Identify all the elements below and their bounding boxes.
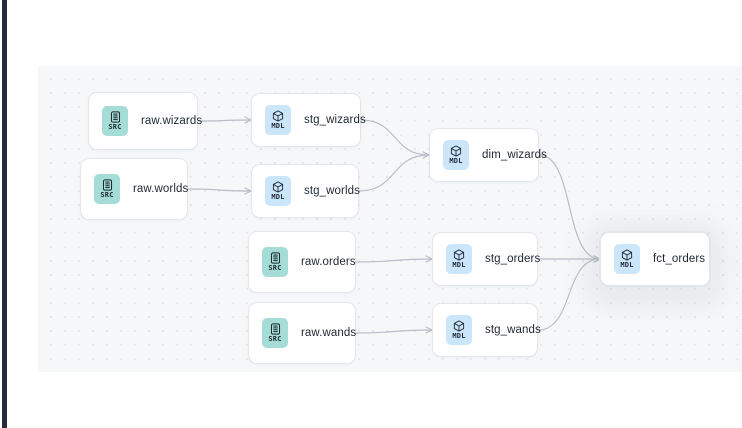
database-icon: [110, 111, 121, 123]
mdl-badge: MDL: [614, 244, 640, 274]
badge-kind-label: MDL: [452, 261, 466, 270]
graph-node-raw_orders[interactable]: SRC raw.orders: [248, 231, 356, 293]
node-label: dim_wizards: [482, 149, 548, 161]
badge-kind-label: MDL: [271, 122, 285, 131]
graph-node-stg_wizards[interactable]: MDL stg_wizards: [251, 93, 366, 147]
database-icon: [270, 252, 281, 264]
node-label: fct_orders: [653, 253, 706, 265]
database-icon: [102, 179, 113, 191]
cube-icon: [272, 110, 284, 122]
node-label: stg_wizards: [304, 114, 366, 126]
graph-node-stg_orders[interactable]: MDL stg_orders: [432, 232, 541, 286]
graph-node-raw_wizards[interactable]: SRC raw.wizards: [88, 92, 202, 150]
src-badge: SRC: [262, 318, 288, 348]
badge-kind-label: SRC: [268, 335, 282, 344]
badge-kind-label: SRC: [268, 264, 282, 273]
badge-kind-label: MDL: [620, 261, 634, 270]
badge-kind-label: SRC: [100, 191, 114, 200]
graph-node-stg_worlds[interactable]: MDL stg_worlds: [251, 164, 360, 218]
node-label: raw.wizards: [141, 115, 203, 127]
edge-stg_wands-to-fct_orders: [537, 259, 600, 331]
edge-raw_wands-to-stg_wands: [355, 330, 432, 333]
node-label: stg_worlds: [304, 185, 360, 197]
edge-stg_worlds-to-dim_wizards: [358, 155, 429, 192]
cube-icon: [272, 181, 284, 193]
graph-node-raw_worlds[interactable]: SRC raw.worlds: [80, 158, 188, 220]
mdl-badge: MDL: [265, 105, 291, 135]
graph-node-raw_wands[interactable]: SRC raw.wands: [248, 302, 356, 364]
left-sidebar-rail: [2, 0, 7, 428]
src-badge: SRC: [94, 174, 120, 204]
database-icon: [270, 323, 281, 335]
badge-kind-label: MDL: [271, 193, 285, 202]
cube-icon: [453, 320, 465, 332]
cube-icon: [450, 145, 462, 157]
edge-dim_wizards-to-fct_orders: [538, 154, 600, 259]
node-label: stg_orders: [485, 253, 541, 265]
mdl-badge: MDL: [443, 140, 469, 170]
badge-kind-label: MDL: [449, 157, 463, 166]
mdl-badge: MDL: [265, 176, 291, 206]
badge-kind-label: SRC: [108, 123, 122, 132]
node-label: raw.wands: [301, 327, 357, 339]
cube-icon: [453, 249, 465, 261]
edge-raw_wizards-to-stg_wizards: [197, 120, 251, 121]
src-badge: SRC: [262, 247, 288, 277]
graph-node-fct_orders[interactable]: MDL fct_orders: [600, 232, 710, 286]
graph-node-dim_wizards[interactable]: MDL dim_wizards: [429, 128, 547, 182]
mdl-badge: MDL: [446, 315, 472, 345]
badge-kind-label: MDL: [452, 332, 466, 341]
node-label: raw.orders: [301, 256, 356, 268]
edge-layer: [187, 66, 742, 372]
src-badge: SRC: [102, 106, 128, 136]
edge-raw_worlds-to-stg_worlds: [187, 189, 251, 191]
mdl-badge: MDL: [446, 244, 472, 274]
graph-node-stg_wands[interactable]: MDL stg_wands: [432, 303, 541, 357]
edge-stg_wizards-to-dim_wizards: [360, 119, 429, 155]
edge-raw_orders-to-stg_orders: [355, 259, 432, 262]
cube-icon: [621, 249, 633, 261]
node-label: stg_wands: [485, 324, 541, 336]
node-label: raw.worlds: [133, 183, 189, 195]
